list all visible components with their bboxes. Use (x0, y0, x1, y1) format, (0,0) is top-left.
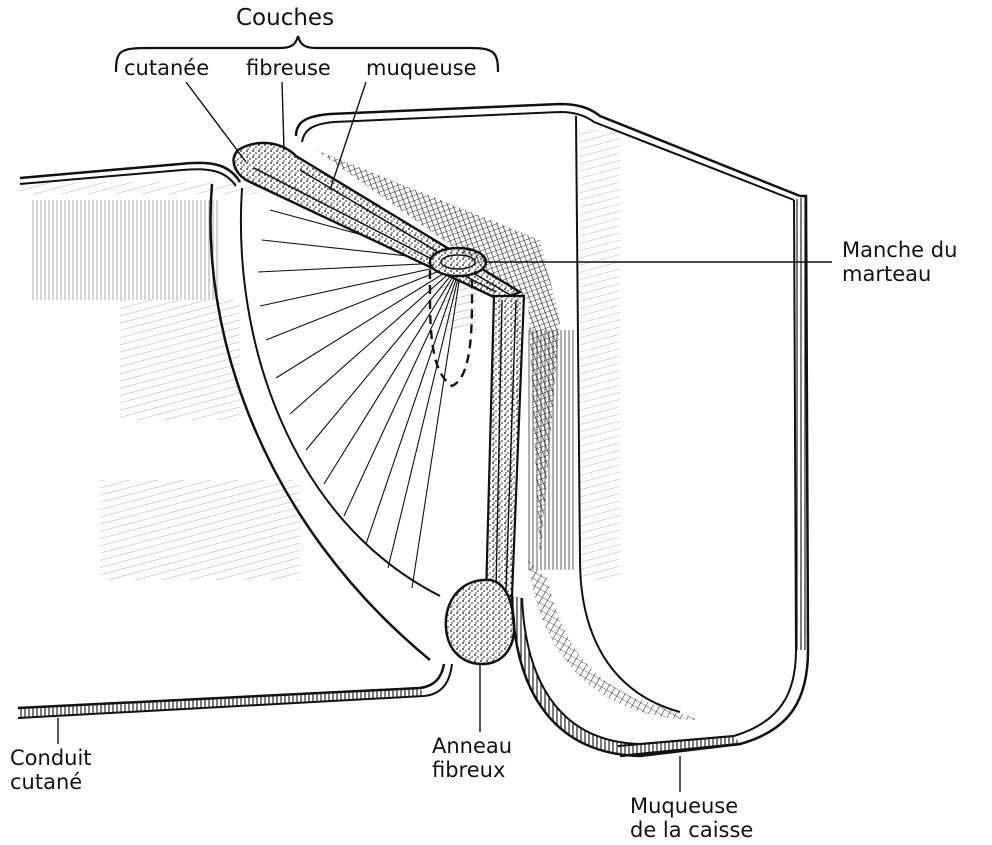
canal-lower-wall (18, 664, 452, 718)
canal-upper-wall (18, 163, 258, 194)
label-conduit-line1: Conduit (10, 746, 92, 770)
label-muqueuse: muqueuse (366, 56, 477, 80)
label-couches: Couches (236, 6, 334, 30)
label-muqueuse-de-la-caisse: Muqueuse de la caisse (630, 794, 753, 842)
label-conduit-cutane: Conduit cutané (10, 746, 92, 794)
label-muqcaisse-line2: de la caisse (630, 818, 753, 842)
label-conduit-line2: cutané (10, 770, 92, 794)
membrane-layers-vertical (486, 296, 524, 596)
canal-shading (30, 200, 300, 580)
label-anneau-fibreux: Anneau fibreux (432, 734, 512, 782)
label-manche-line2: marteau (842, 262, 957, 286)
label-manche-du-marteau: Manche du marteau (842, 238, 957, 286)
label-cutanee: cutanée (124, 56, 209, 80)
fibrous-annulus (446, 580, 514, 664)
label-fibreuse: fibreuse (246, 56, 331, 80)
leader-cutanee (186, 82, 246, 162)
label-muqcaisse-line1: Muqueuse (630, 794, 753, 818)
label-anneau-line2: fibreux (432, 758, 512, 782)
label-manche-line1: Manche du (842, 238, 957, 262)
leader-fibreuse (282, 82, 284, 150)
label-anneau-line1: Anneau (432, 734, 512, 758)
